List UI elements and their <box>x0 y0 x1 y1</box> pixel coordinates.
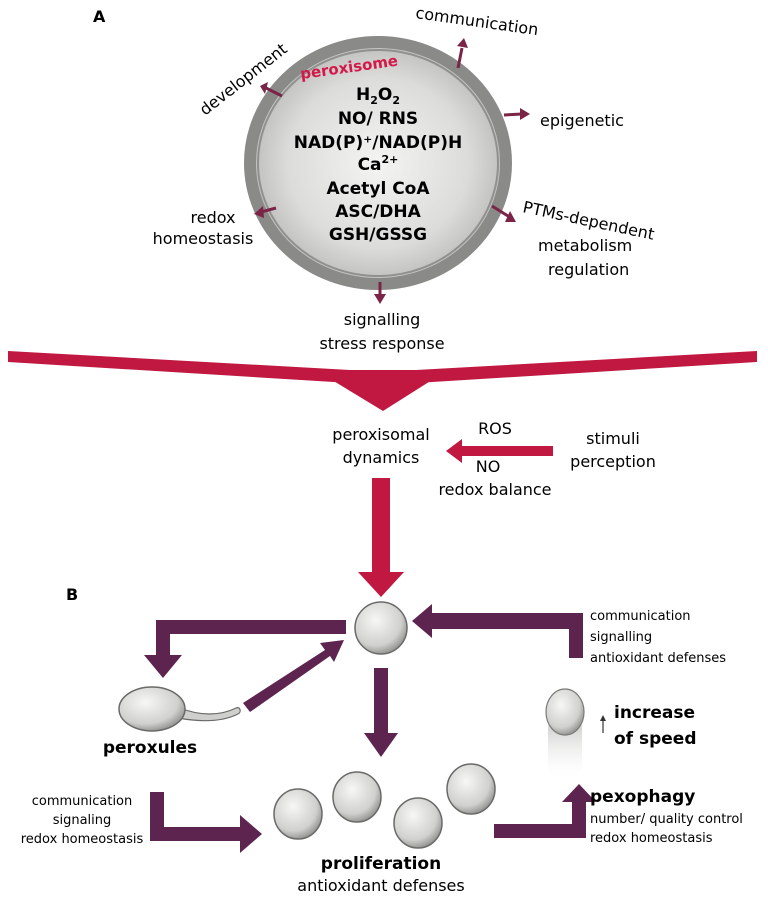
proliferation-ball-3 <box>393 797 443 849</box>
proliferation-label: proliferation <box>321 854 441 874</box>
proliferation-ball-4 <box>446 763 496 815</box>
communication-label: communication <box>414 3 539 39</box>
proliferation-ball-1 <box>273 788 323 840</box>
top-right-line2: signalling <box>590 630 652 645</box>
arrowhead-epigenetic <box>520 108 530 120</box>
proliferation-ball-2 <box>332 771 382 823</box>
arrow-to-proliferation <box>364 668 398 757</box>
signalling-label-line1: signalling <box>344 310 421 329</box>
pexophagy-sub-line1: number/ quality control <box>590 812 743 827</box>
increase-label: increase <box>614 703 695 723</box>
h2o2-label: H2O2 <box>356 85 400 107</box>
peroxules-label: peroxules <box>103 738 197 758</box>
nadp-label: NAD(P)⁺/NAD(P)H <box>294 133 462 153</box>
top-right-line1: communication <box>590 609 691 624</box>
arrow-ptm <box>491 204 509 218</box>
ros-label: ROS <box>478 419 512 438</box>
arrow-redox <box>260 206 277 214</box>
arrow-peroxules-return <box>243 640 344 712</box>
arrowhead-communication <box>457 38 468 48</box>
proliferating-peroxisomes <box>273 763 496 849</box>
arrowhead-redox <box>254 206 264 218</box>
bottom-left-line2: signaling <box>53 813 112 828</box>
peroxule-shape <box>118 686 241 732</box>
arrow-from-right <box>412 604 583 658</box>
pexophagy-shape <box>545 688 585 782</box>
top-right-line3: antioxidant defenses <box>590 651 726 666</box>
no-label: NO <box>476 457 501 476</box>
antioxidant-label: antioxidant defenses <box>297 876 464 895</box>
dynamics-label-line2: dynamics <box>343 448 420 467</box>
redox-label-line2: homeostasis <box>153 229 254 248</box>
arrow-to-pexophagy <box>494 784 596 838</box>
dynamics-label-line1: peroxisomal <box>332 425 429 444</box>
epigenetic-label: epigenetic <box>540 111 624 130</box>
arrow-to-peroxules <box>144 620 346 678</box>
panel-b-arrows <box>144 604 596 853</box>
redox-label-line1: redox <box>191 208 236 227</box>
arrow-development <box>265 86 283 98</box>
peroxisome-cell <box>244 36 512 290</box>
gsh-gssg-label: GSH/GSSG <box>329 225 427 245</box>
output-arrows <box>254 38 530 304</box>
stimuli-label-line1: stimuli <box>586 429 640 448</box>
funnel-bar <box>8 351 757 383</box>
ptm-label-line2: metabolism <box>538 236 632 255</box>
funnel-arrowhead <box>332 380 432 411</box>
no-rns-label: NO/ RNS <box>338 109 418 129</box>
speed-up-arrowhead <box>600 715 606 721</box>
signalling-label-line2: stress response <box>319 334 444 353</box>
arrow-epigenetic <box>503 112 523 117</box>
panel-label-a: A <box>93 7 106 26</box>
bottom-left-line1: communication <box>32 794 133 809</box>
redox-balance-label: redox balance <box>438 480 551 499</box>
arrowhead-signalling <box>374 294 386 304</box>
central-peroxisome <box>354 601 408 655</box>
stimuli-label-line2: perception <box>570 452 656 471</box>
acetyl-coa-label: Acetyl CoA <box>326 179 430 199</box>
bottom-left-line3: redox homeostasis <box>21 832 144 847</box>
arrow-from-left <box>150 792 262 853</box>
stimuli-arrow <box>446 439 553 463</box>
pexophagy-label: pexophagy <box>590 787 695 807</box>
of-speed-label: of speed <box>614 729 697 749</box>
arrow-communication <box>456 47 464 69</box>
pexophagy-sub-line2: redox homeostasis <box>590 831 713 846</box>
calcium-label: Ca2+ <box>358 153 399 175</box>
asc-dha-label: ASC/DHA <box>335 202 421 222</box>
arrowhead-ptm <box>505 211 516 222</box>
dynamics-down-arrow <box>358 478 404 597</box>
arrowhead-development <box>260 82 268 94</box>
panel-label-b: B <box>66 585 78 604</box>
ptm-label-line3: regulation <box>548 260 629 279</box>
